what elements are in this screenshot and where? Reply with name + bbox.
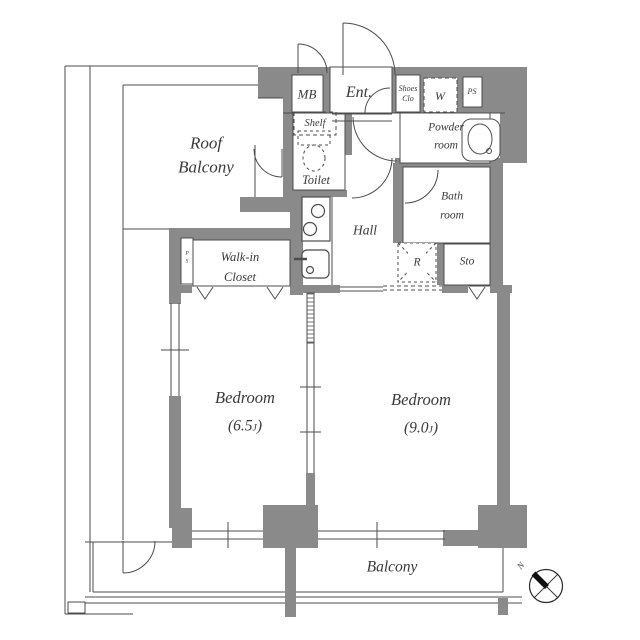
stove [301,196,331,242]
washer-box [423,77,458,113]
storage-label: Sto [459,255,475,268]
roof-balcony-label-2: Balcony [178,157,234,177]
bedroom2-label: Bedroom [391,389,451,409]
balcony-walls [285,540,508,617]
bath-door [404,169,439,204]
bedroom1-left-window [161,303,189,396]
closet-hangers [196,286,486,300]
ps-top-label: PS [467,87,477,96]
powder-room-door [352,116,398,162]
ps-side-label-p: P [185,250,189,257]
storage-room [443,243,491,286]
compass-north-needle [531,571,549,589]
entrance-door [342,22,396,76]
toilet-bowl [297,130,331,172]
room-outlines [180,66,491,287]
bedroom1-label: Bedroom [215,387,275,407]
bedroom2-area: (9.0J) [404,419,438,437]
doors [122,22,439,574]
meter-box-label: MB [297,86,317,102]
ps-side-label-s: S [185,258,189,265]
bath-room-label-1: Bath [441,190,463,203]
bedroom-partition [300,292,321,473]
walk-in-closet-room [192,239,291,287]
roof-balcony-label-1: Roof [189,133,223,153]
meter-box-door [297,43,328,74]
walk-in-closet-label-1: Walk-in [220,249,260,264]
bath-room-label-2: room [440,209,464,222]
powder-room-label-2: room [434,139,458,152]
meter-box [291,74,324,113]
bedroom1-bottom-window [192,522,263,548]
ps-top-box [462,76,483,108]
roof-balcony-door [253,148,283,178]
washer-label: W [435,89,445,103]
hall-label: Hall [352,222,378,238]
shoes-closet-label-1: Shoes [398,84,418,93]
refrigerator-label: R [413,256,421,269]
toilet-door [351,157,393,199]
walls [169,67,527,548]
walk-in-closet-label-2: Closet [224,269,256,284]
powder-room-label-1: Powder [428,121,464,134]
bedroom1-area: (6.5J) [228,417,262,435]
entrance-label: Ent. [345,84,373,101]
windows [161,292,445,548]
fixtures [196,111,501,300]
refrigerator-space [397,242,437,283]
kitchen-sink [294,249,330,279]
washbasin [461,118,501,162]
shelf-box [293,111,337,136]
shoes-closet-door [364,87,391,114]
boundary-lines [64,65,522,615]
balcony-door [122,540,156,574]
compass [528,568,564,604]
shoes-closet-label-2: Clo [402,94,414,103]
shelf-label: Shelf [304,117,326,129]
toilet-label: Toilet [301,172,331,187]
bath-room [402,166,491,244]
bedroom2-bottom-window [318,522,445,548]
balcony-label: Balcony [366,558,418,576]
toilet-room [292,112,346,191]
shoes-closet-box [395,74,421,113]
